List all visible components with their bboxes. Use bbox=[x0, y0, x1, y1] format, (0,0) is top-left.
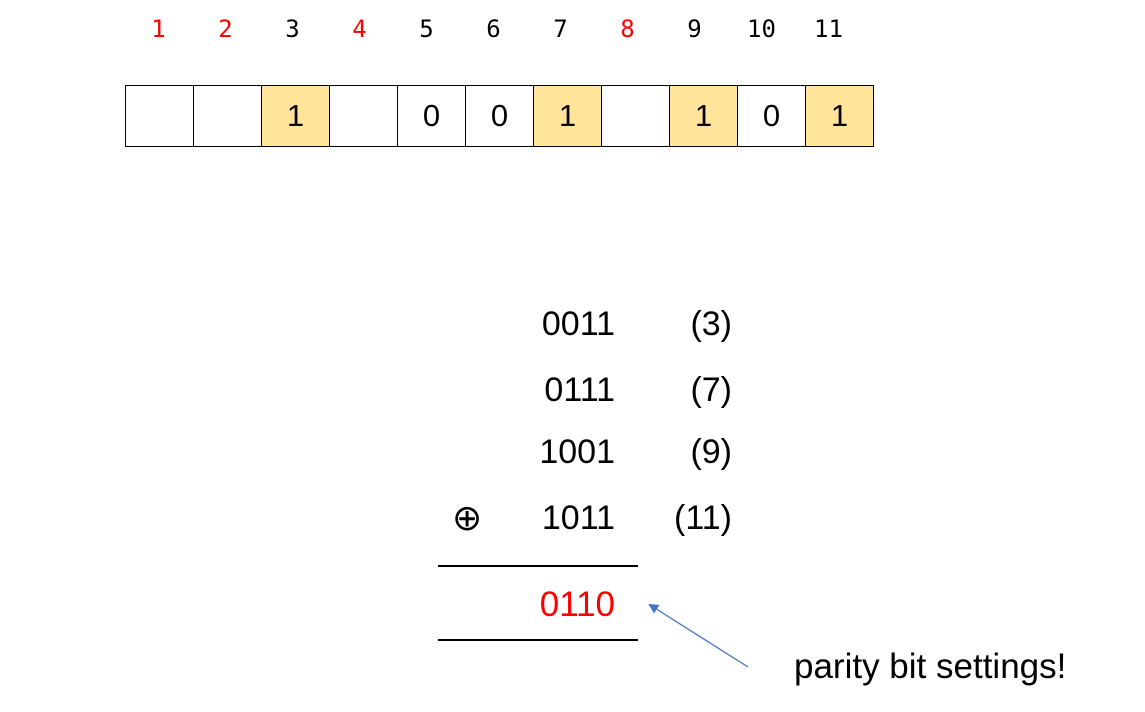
decimal-value: (11) bbox=[674, 499, 732, 537]
xor-operator: ⊕ bbox=[452, 497, 483, 538]
position-label: 7 bbox=[553, 15, 568, 43]
calc-row-3: 0011 (3) bbox=[440, 304, 740, 344]
calc-row-9: 1001 (9) bbox=[440, 432, 740, 472]
calc-row-7: 0111 (7) bbox=[440, 370, 740, 410]
binary-value: 0111 bbox=[544, 371, 615, 409]
annotation-text: parity bit settings! bbox=[794, 647, 1067, 686]
bit-cell: 1 bbox=[805, 85, 874, 147]
bit-cell: 1 bbox=[261, 85, 330, 147]
position-label: 6 bbox=[486, 15, 501, 43]
bit-cell: 1 bbox=[669, 85, 738, 147]
binary-value: 1011 bbox=[541, 499, 615, 537]
binary-value: 1001 bbox=[539, 433, 615, 471]
decimal-value: (7) bbox=[690, 371, 732, 409]
calc-row-11: ⊕ 1011 (11) bbox=[440, 498, 740, 538]
position-label: 5 bbox=[419, 15, 434, 43]
binary-value: 0011 bbox=[541, 305, 615, 343]
sum-rule-top bbox=[438, 565, 638, 567]
position-label: 10 bbox=[747, 15, 776, 43]
position-label: 3 bbox=[285, 15, 300, 43]
arrow-line bbox=[648, 603, 749, 668]
xor-result: 0110 bbox=[539, 585, 615, 624]
sum-rule-bottom bbox=[438, 639, 638, 641]
bit-cell: 1 bbox=[533, 85, 602, 147]
position-label: 4 bbox=[352, 15, 367, 43]
position-label: 2 bbox=[218, 15, 233, 43]
position-label: 1 bbox=[151, 15, 166, 43]
position-label: 8 bbox=[620, 15, 635, 43]
position-label: 9 bbox=[687, 15, 702, 43]
decimal-value: (9) bbox=[690, 433, 732, 471]
decimal-value: (3) bbox=[690, 305, 732, 343]
position-label: 11 bbox=[814, 15, 843, 43]
